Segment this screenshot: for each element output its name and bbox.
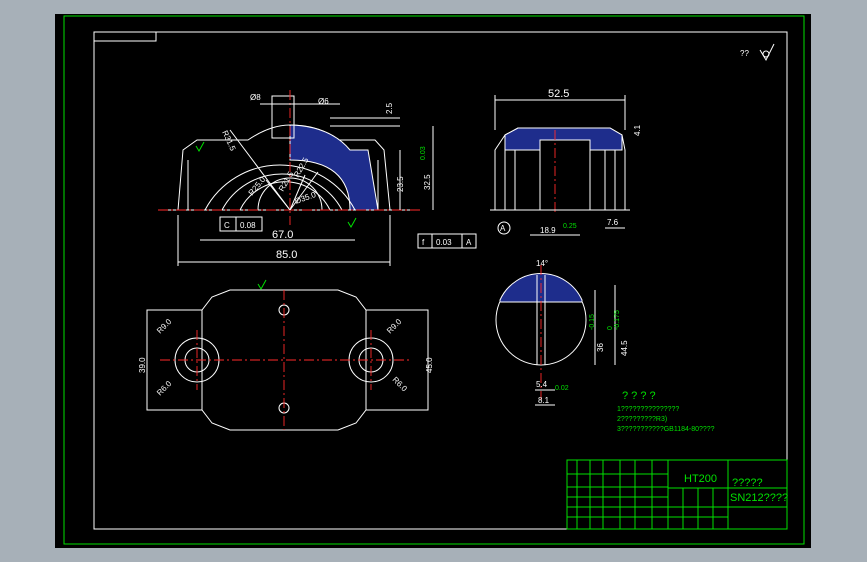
title-block: HT200 ????? SN212????: [566, 459, 788, 530]
dim-w85: 85.0: [276, 249, 297, 261]
dim-w7-6: 7.6: [607, 218, 619, 227]
notes-line-1: 1???????????????: [617, 406, 679, 413]
dim-h39: 39.0: [138, 357, 147, 373]
drawing-border: [93, 31, 788, 530]
dim-w52-5: 52.5: [548, 88, 569, 100]
dim-h36: 36: [596, 343, 605, 352]
dim-h2-5: 2.5: [385, 102, 394, 114]
corner-text: ??: [740, 49, 749, 58]
stamp-box: [93, 31, 157, 42]
side-view: 52.5 4.1 18.9 0.25 7.6 A: [490, 88, 642, 236]
part-name-line-2: SN212????: [730, 492, 788, 504]
dim-w67: 67.0: [272, 229, 293, 241]
svg-text:0.03: 0.03: [436, 238, 452, 247]
dim-w5-4-tol: 0.02: [555, 385, 569, 392]
svg-text:f: f: [422, 238, 425, 247]
dim-w5-4: 5.4: [536, 380, 548, 389]
dim-h23-5: 23.5: [396, 176, 405, 192]
dim-h32-5: 32.5: [423, 174, 432, 190]
notes-line-2: 2?????????R3): [617, 416, 667, 423]
svg-text:C: C: [224, 221, 230, 230]
dim-d18-9: 18.9: [540, 226, 556, 235]
outer-frame: [63, 15, 805, 545]
dim-w8-1: 8.1: [538, 396, 550, 405]
roughness-symbol-corner: ??: [740, 43, 775, 62]
part-name-line-1: ?????: [732, 477, 763, 489]
dim-d18-9-tol: 0.25: [563, 223, 577, 230]
datum-a: A: [500, 224, 506, 233]
dim-h36-tol-b: 0: [607, 326, 614, 330]
dim-h44-5-tol: -0.175: [614, 310, 621, 330]
dim-a14: 14°: [536, 259, 548, 268]
material-text: HT200: [684, 473, 717, 485]
svg-text:0.08: 0.08: [240, 221, 256, 230]
technical-notes: ? ? ? ? 1??????????????? 2?????????R3) 3…: [617, 390, 715, 433]
dim-d8: Ø8: [250, 93, 261, 102]
notes-heading: ? ? ? ?: [622, 390, 656, 402]
dim-h4-1: 4.1: [633, 124, 642, 136]
dim-h45: 45.0: [425, 357, 434, 373]
dim-h32-5-tol: 0.03: [420, 146, 427, 160]
dim-d6: Ø6: [318, 97, 329, 106]
dim-h44-5: 44.5: [620, 340, 629, 356]
svg-text:A: A: [466, 238, 472, 247]
dim-h36-tol-a: -0.15: [589, 314, 596, 330]
sheet-background: [55, 14, 811, 548]
notes-line-3: 3???????????GB1184-80????: [617, 426, 715, 433]
front-view: Ø8 Ø6 2.5 R31.5 R25.0 R21.5 R22.5 Ø35.0 …: [158, 90, 477, 266]
detail-view: 14° 36 -0.15 0 44.5 -0.175 5.4 0.02 8.1: [495, 259, 629, 406]
parallel-tolerance: f 0.03 A: [417, 233, 477, 249]
flatness-tolerance: C 0.08: [219, 216, 263, 232]
